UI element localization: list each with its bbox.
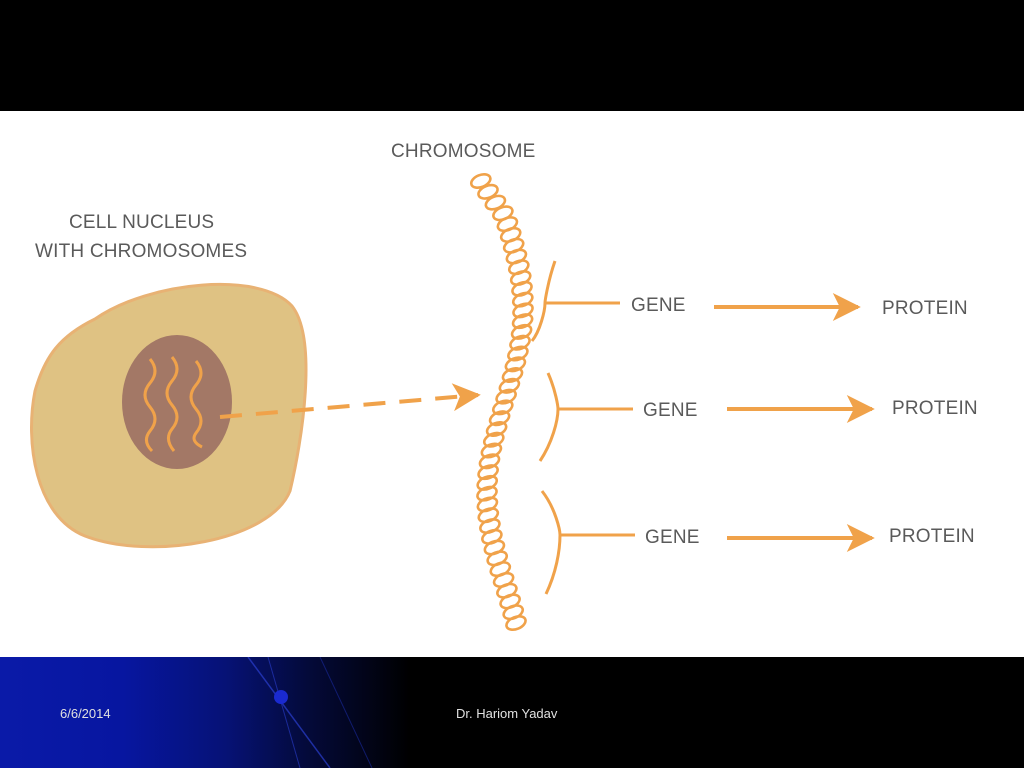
top-band — [0, 0, 1024, 111]
gene-protein-diagram: CELL NUCLEUS WITH CHROMOSOMES CHROMOSOME… — [30, 141, 978, 632]
footer-gradient — [0, 657, 1024, 768]
chromosome-coil-loop — [484, 194, 507, 211]
label-gene-3: GENE — [645, 527, 700, 548]
cell-nucleus — [122, 335, 232, 469]
chromosome-coil-loop — [512, 302, 534, 319]
footer-author: Dr. Hariom Yadav — [456, 706, 558, 721]
gene-brace-2 — [538, 372, 633, 462]
chromosome-coil-loop — [476, 485, 498, 502]
label-protein-1: PROTEIN — [882, 298, 968, 319]
chromosome-coil-loop — [510, 323, 533, 340]
chromosome-coil-loop — [477, 507, 500, 524]
chromosome-coil-loop — [509, 334, 531, 351]
label-chromosome: CHROMOSOME — [391, 141, 536, 162]
chromosome-coil-loop — [505, 614, 527, 632]
chromosome-coil — [469, 172, 534, 632]
chromosome-coil-loop — [507, 259, 530, 276]
nucleus-chromosome-3 — [189, 360, 203, 449]
slide-footer: 6/6/2014 Dr. Hariom Yadav — [0, 657, 1024, 768]
chromosome-coil-loop — [469, 172, 492, 190]
label-gene-2: GENE — [643, 400, 698, 421]
footer-decoration — [247, 657, 373, 768]
label-protein-3: PROTEIN — [889, 526, 975, 547]
chromosome-coil-loop — [504, 356, 527, 373]
footer-date: 6/6/2014 — [60, 706, 111, 721]
chromosome-coil-loop — [476, 474, 499, 491]
chromosome-coil-loop — [477, 183, 499, 200]
footer-dot — [274, 690, 288, 704]
gene-brace-1 — [530, 260, 620, 342]
chromosome-coil-loop — [482, 431, 505, 448]
chromosome-coil-loop — [485, 420, 508, 438]
chromosome-coil-loop — [511, 291, 534, 308]
chromosome-coil-loop — [511, 280, 533, 297]
chromosome-coil-loop — [511, 313, 534, 330]
label-with-chromosomes: WITH CHROMOSOMES — [35, 241, 247, 262]
nucleus-chromosome-2 — [165, 356, 179, 452]
diagram-panel: CELL NUCLEUS WITH CHROMOSOMES CHROMOSOME… — [0, 111, 1024, 657]
gene-brace-3 — [540, 490, 635, 595]
label-protein-2: PROTEIN — [892, 398, 978, 419]
chromosome-coil-loop — [480, 442, 503, 459]
nucleus-to-chromosome-arrow — [219, 383, 481, 419]
label-gene-1: GENE — [631, 295, 686, 316]
chromosome-coil-loop — [509, 269, 532, 287]
chromosome-coil-loop — [507, 345, 529, 362]
nucleus-chromosome-1 — [143, 358, 157, 453]
chromosome-coil-loop — [478, 453, 501, 470]
chromosome-coil-loop — [476, 496, 499, 513]
label-cell-nucleus: CELL NUCLEUS — [69, 212, 214, 233]
chromosome-coil-loop — [477, 464, 499, 481]
